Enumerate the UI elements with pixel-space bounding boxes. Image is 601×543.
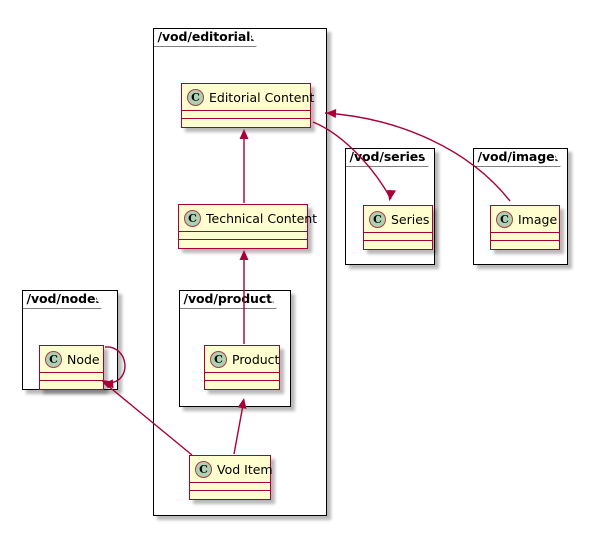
class-stereotype-icon: C: [187, 88, 204, 106]
class-technical-content[interactable]: C Technical Content: [178, 204, 317, 249]
class-name-technical-content: Technical Content: [206, 210, 318, 226]
class-methods-compartment: [205, 381, 279, 389]
class-name-image: Image: [518, 211, 558, 227]
class-header-product: C Product: [205, 346, 279, 373]
class-attributes-compartment: [179, 232, 307, 240]
class-header-technical-content: C Technical Content: [179, 205, 317, 232]
class-stereotype-icon: C: [369, 210, 386, 228]
class-stereotype-icon: C: [210, 350, 227, 368]
class-name-vod-item: Vod Item: [217, 461, 273, 477]
class-methods-compartment: [491, 241, 559, 249]
class-methods-compartment: [40, 381, 103, 389]
class-attributes-compartment: [40, 373, 103, 381]
package-label-vod-series: /vod/series: [345, 148, 429, 167]
class-methods-compartment: [364, 241, 432, 249]
class-attributes-compartment: [491, 233, 559, 241]
class-methods-compartment: [190, 491, 270, 499]
class-series[interactable]: C Series: [363, 205, 433, 250]
class-attributes-compartment: [190, 483, 270, 491]
class-attributes-compartment: [205, 373, 279, 381]
class-header-editorial-content: C Editorial Content: [182, 84, 314, 111]
class-name-node: Node: [67, 351, 100, 367]
class-image[interactable]: C Image: [490, 205, 560, 250]
class-header-vod-item: C Vod Item: [190, 456, 273, 483]
class-name-editorial-content: Editorial Content: [209, 89, 315, 105]
class-header-image: C Image: [491, 206, 559, 233]
class-attributes-compartment: [182, 111, 310, 119]
package-label-vod-editorials: /vod/editorials: [153, 28, 257, 47]
package-label-vod-products: /vod/products: [179, 290, 277, 309]
package-label-vod-images: /vod/images: [473, 148, 561, 167]
class-name-product: Product: [232, 351, 280, 367]
class-methods-compartment: [179, 240, 307, 248]
class-stereotype-icon: C: [184, 209, 201, 227]
class-stereotype-icon: C: [496, 210, 513, 228]
class-name-series: Series: [391, 211, 430, 227]
class-node[interactable]: C Node: [39, 345, 104, 390]
class-vod-item[interactable]: C Vod Item: [189, 455, 273, 500]
class-stereotype-icon: C: [45, 350, 62, 368]
class-header-series: C Series: [364, 206, 432, 233]
class-stereotype-icon: C: [195, 460, 212, 478]
class-editorial-content[interactable]: C Editorial Content: [181, 83, 314, 128]
class-methods-compartment: [182, 119, 310, 127]
class-attributes-compartment: [364, 233, 432, 241]
package-label-vod-nodes: /vod/nodes: [22, 290, 102, 309]
class-product[interactable]: C Product: [204, 345, 280, 390]
class-header-node: C Node: [40, 346, 103, 373]
